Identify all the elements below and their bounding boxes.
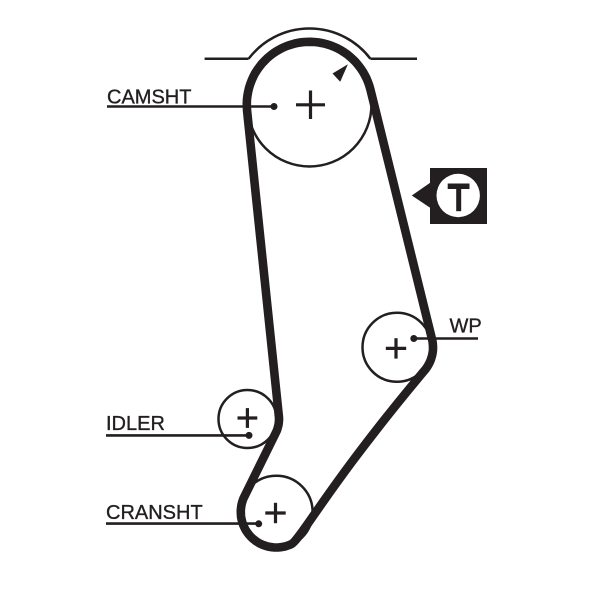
svg-text:IDLER: IDLER: [106, 413, 165, 435]
svg-text:WP: WP: [450, 316, 482, 338]
svg-text:CAMSHT: CAMSHT: [107, 87, 191, 109]
svg-text:CRANSHT: CRANSHT: [106, 502, 203, 524]
